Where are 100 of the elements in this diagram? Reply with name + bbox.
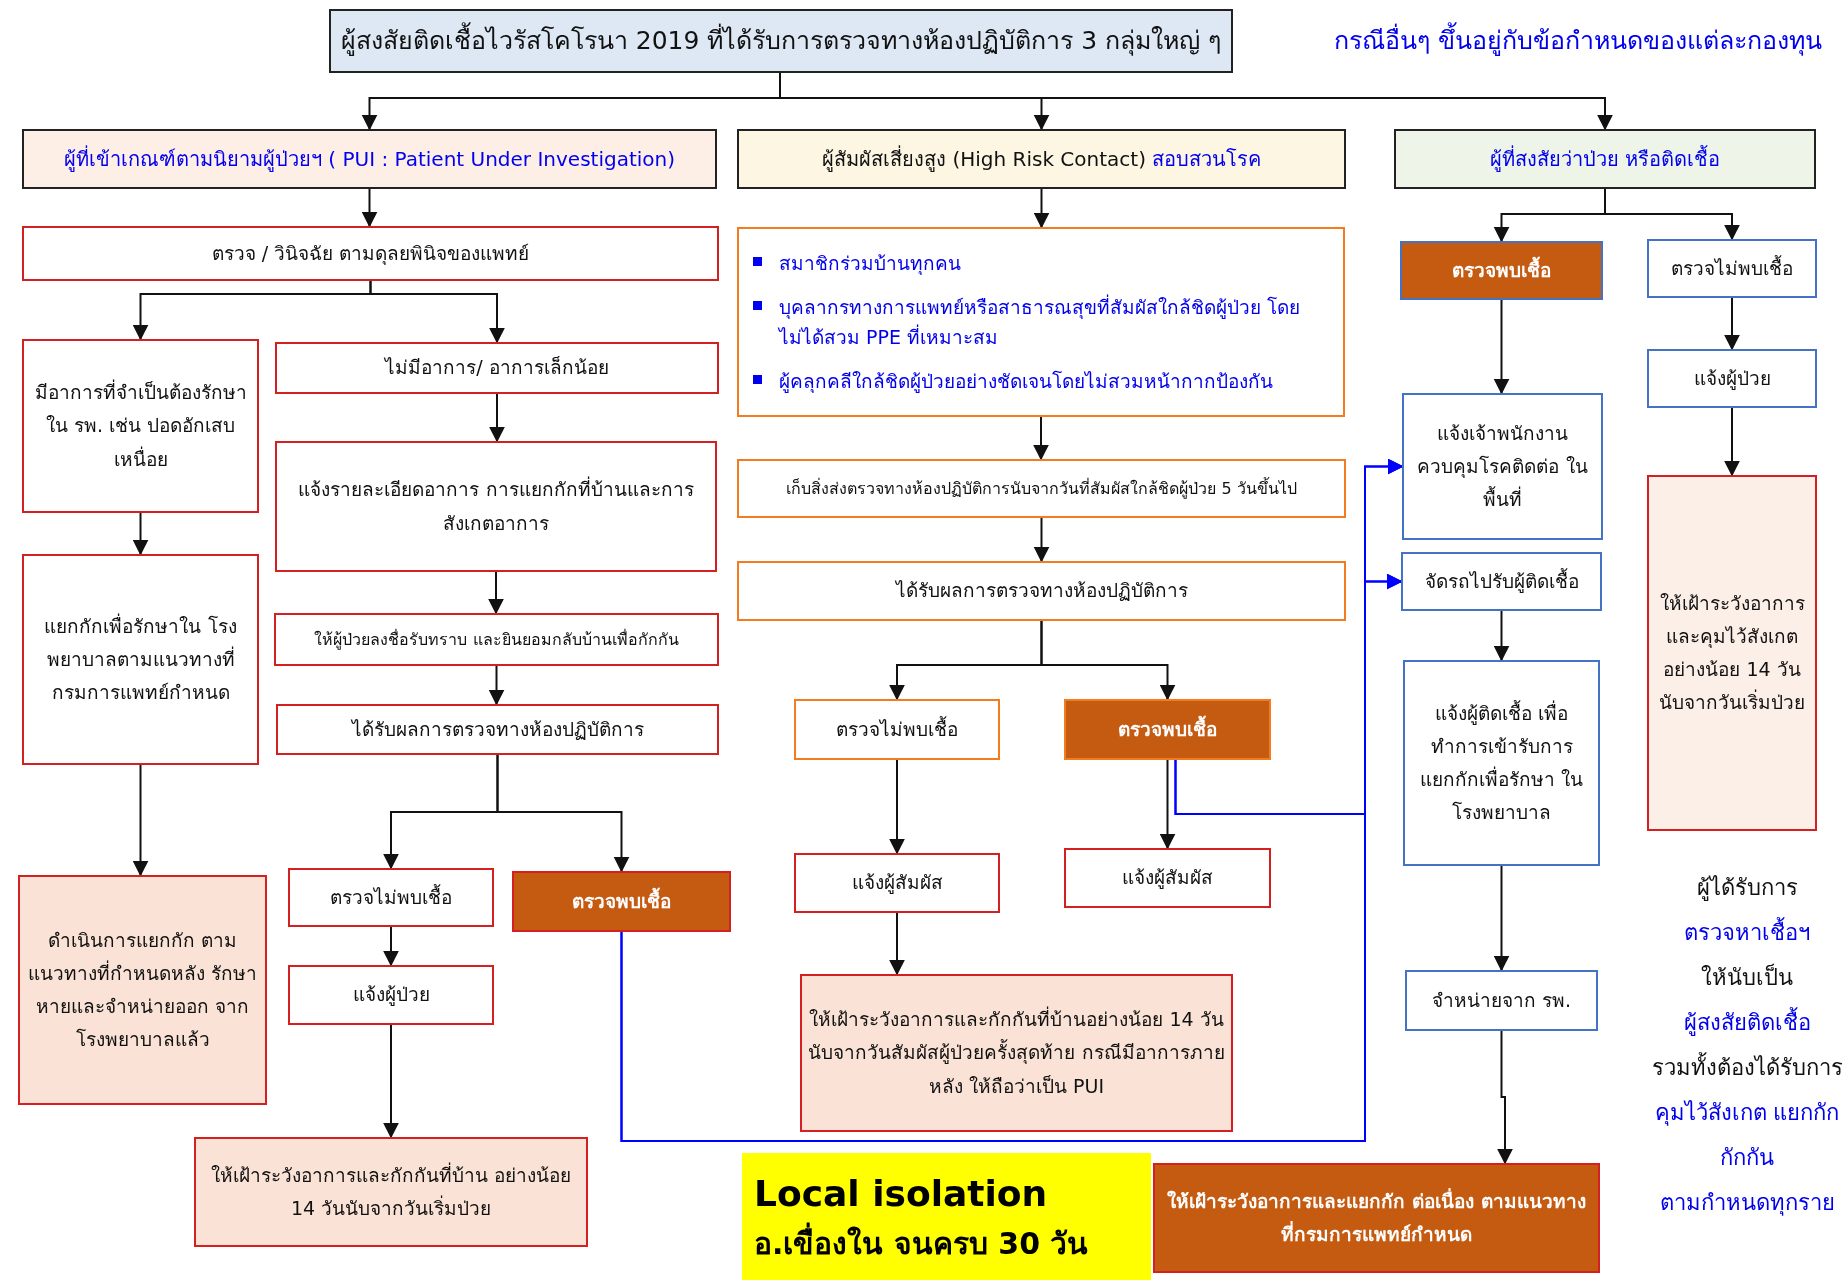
process-box — [1064, 848, 1271, 908]
process-box — [22, 226, 719, 281]
node-text: แจ้งผู้สัมผัส — [1121, 865, 1214, 891]
node-text: อ.เขื่องใน จนครบ 30 วัน — [754, 1221, 1089, 1266]
process-box — [288, 868, 494, 927]
arrow — [132, 764, 149, 877]
node-text: ผู้สงสัยติดเชื้อไวรัสโคโรนา 2019 ที่ได้รับการตรวจทางห้องปฏิบัติการ 3 กลุ่มใหญ่ ๆ — [334, 19, 1228, 63]
arrow — [132, 512, 149, 556]
side-note-text: คุมไว้สังเกต แยกกัก — [1654, 1099, 1840, 1128]
node-text: เก็บสิ่งส่งตรวจทางห้องปฏิบัติการนับจากวันที่สัมผัสใกล้ชิดผู้ป่วย 5 วันขึ้นไป — [785, 476, 1298, 501]
node-text: ไม่มีอาการ/ อาการเล็กน้อย — [383, 355, 610, 381]
arrow — [1040, 620, 1176, 701]
bullet-item: ผู้คลุกคลีใกล้ชิดผู้ป่วยอย่างชัดเจนโดยไม่สวมหน้ากากป้องกัน — [739, 365, 1313, 396]
outcome-box — [18, 875, 267, 1105]
node-text: ให้ผู้ป่วยลงชื่อรับทราบ และยินยอมกลับบ้านเพื่อกักกัน — [313, 628, 680, 652]
side-note-text: ให้นับเป็น — [1701, 962, 1793, 992]
outcome-box — [194, 1137, 588, 1247]
arrow — [1724, 407, 1740, 477]
title-box — [329, 9, 1233, 73]
process-box — [288, 965, 494, 1025]
arrow — [489, 393, 505, 443]
arrow — [1033, 517, 1050, 563]
arrow — [1724, 297, 1740, 351]
outcome-box — [1647, 475, 1817, 831]
node-text: แจ้งผู้สัมผัส — [850, 870, 944, 896]
node-text: แจ้งเจ้าพนักงาน ควบคุมโรคติดต่อ ในพื้นที่ — [1416, 420, 1589, 513]
process-box — [1403, 660, 1600, 866]
arrow — [889, 759, 905, 855]
arrow — [1493, 299, 1510, 395]
note-text: กรณีอื่นๆ ขึ้นอยู่กับข้อกำหนดของแต่ละกองทุน — [1334, 20, 1822, 60]
arrow — [383, 926, 399, 967]
process-box — [737, 459, 1346, 518]
node-text: มีอาการที่จำเป็นต้องรักษา ใน รพ. เช่น ปอดอักเสบ เหนื่อย — [33, 378, 248, 472]
process-box — [794, 853, 1000, 913]
node-text: ได้รับผลการตรวจทางห้องปฏิบัติการ — [350, 716, 645, 742]
node-text: แจ้งรายละเอียดอาการ การแยกกักที่บ้านและการสังเกตอาการ — [297, 475, 695, 536]
side-note-text: กักกัน — [1720, 1144, 1774, 1172]
arrow — [1174, 573, 1403, 815]
node-text: แจ้งผู้ป่วย — [351, 982, 431, 1008]
process-box — [737, 561, 1346, 621]
process-box — [1405, 970, 1598, 1031]
arrow — [496, 754, 630, 873]
process-box — [275, 441, 717, 572]
category-box — [737, 129, 1346, 189]
outcome-box — [512, 871, 731, 932]
node-text: ดำเนินการแยกกัก ตามแนวทางที่กำหนดหลัง รักษาหายและจำหน่ายออก จากโรงพยาบาลแล้ว — [26, 927, 258, 1053]
outcome-box — [1153, 1163, 1600, 1273]
node-text: ตรวจไม่พบเชื้อ — [835, 715, 959, 742]
process-box — [1647, 349, 1817, 408]
arrow — [889, 912, 905, 976]
node-text: สอบสวนโรค — [1150, 145, 1262, 173]
node-text: ตรวจพบเชื้อ — [1451, 255, 1552, 283]
process-box — [22, 339, 259, 513]
arrow — [1159, 759, 1176, 850]
node-text: แจ้งผู้ป่วย — [1692, 365, 1772, 392]
arrow — [1497, 1030, 1513, 1165]
node-text: ตรวจพบเชื้อ — [571, 886, 672, 914]
process-box — [22, 554, 259, 765]
node-text: แยกกักเพื่อรักษาใน โรงพยาบาลตามแนวทางที่ กรมการแพทย์กำหนด — [43, 612, 238, 706]
side-note-text: ตามกำหนดทุกราย — [1659, 1189, 1835, 1218]
node-text: ตรวจไม่พบเชื้อ — [329, 883, 453, 910]
side-note-text: รวมทั้งต้องได้รับการ — [1651, 1050, 1843, 1085]
arrow — [488, 665, 505, 706]
node-text: ให้เฝ้าระวังอาการและกักกันที่บ้านอย่างน้อย 14 วันนับจากวันสัมผัสผู้ป่วยครั้งสุดท้าย กรณีมีอาการภายหลัง ให้ถือว่าเป็น PUI — [807, 1005, 1226, 1099]
arrow — [488, 571, 504, 615]
node-text: ให้เฝ้าระวังอาการ และคุมไว้สังเกต อย่างน้อย 14 วัน นับจากวันเริ่มป่วย — [1658, 590, 1806, 716]
node-text: ผู้สัมผัสเสี่ยงสูง (High Risk Contact) — [821, 144, 1147, 174]
node-text: จัดรถไปรับผู้ติดเชื้อ — [1423, 567, 1580, 595]
node-text: ตรวจ / วินิจฉัย ตามดุลยพินิจของแพทย์ — [210, 240, 531, 267]
node-text: ตรวจพบเชื้อ — [1117, 714, 1218, 742]
node-text: ให้เฝ้าระวังอาการและกักกันที่บ้าน อย่างน้อย 14 วันนับจากวันเริ่มป่วย — [209, 1161, 572, 1221]
bullet-item: บุคลากรทางการแพทย์หรือสาธารณสุขที่สัมผัสใกล้ชิดผู้ป่วย โดยไม่ได้สวม PPE ที่เหมาะสม — [739, 291, 1313, 353]
process-box — [276, 704, 719, 755]
outcome-box — [800, 974, 1233, 1132]
node-text: Local isolation — [754, 1172, 1048, 1216]
arrow — [1033, 416, 1049, 461]
process-box — [275, 342, 719, 394]
process-box — [1647, 239, 1817, 298]
process-box — [1402, 393, 1603, 540]
process-box — [737, 227, 1345, 417]
category-box — [22, 129, 717, 189]
node-text: ผู้ที่เข้าเกณฑ์ตามนิยามผู้ป่วยฯ ( PUI : Patient Under Investigation) — [62, 144, 677, 174]
process-box — [1401, 552, 1602, 611]
node-text: ได้รับผลการตรวจทางห้องปฏิบัติการ — [894, 578, 1189, 604]
node-text: จำหน่ายจาก รพ. — [1430, 987, 1573, 1013]
arrow — [361, 188, 378, 228]
arrow — [369, 280, 505, 344]
arrow — [1493, 865, 1510, 972]
arrow — [383, 1024, 399, 1139]
side-note-text: ผู้ได้รับการ — [1696, 874, 1798, 903]
positive-result-box — [1400, 241, 1603, 300]
process-box — [274, 613, 719, 666]
node-text: ให้เฝ้าระวังอาการและแยกกัก ต่อเนื่อง ตามแนวทางที่กรมการแพทย์กำหนด — [1166, 1187, 1587, 1247]
bullet-item: สมาชิกร่วมบ้านทุกคน — [739, 248, 1313, 279]
category-box — [1394, 129, 1816, 189]
arrow — [1033, 188, 1050, 229]
node-text: ผู้ที่สงสัยว่าป่วย หรือติดเชื้อ — [1488, 144, 1722, 174]
highlight-box — [742, 1153, 1151, 1280]
node-text: ตรวจไม่พบเชื้อ — [1670, 254, 1794, 281]
positive-result-box — [1064, 699, 1271, 760]
